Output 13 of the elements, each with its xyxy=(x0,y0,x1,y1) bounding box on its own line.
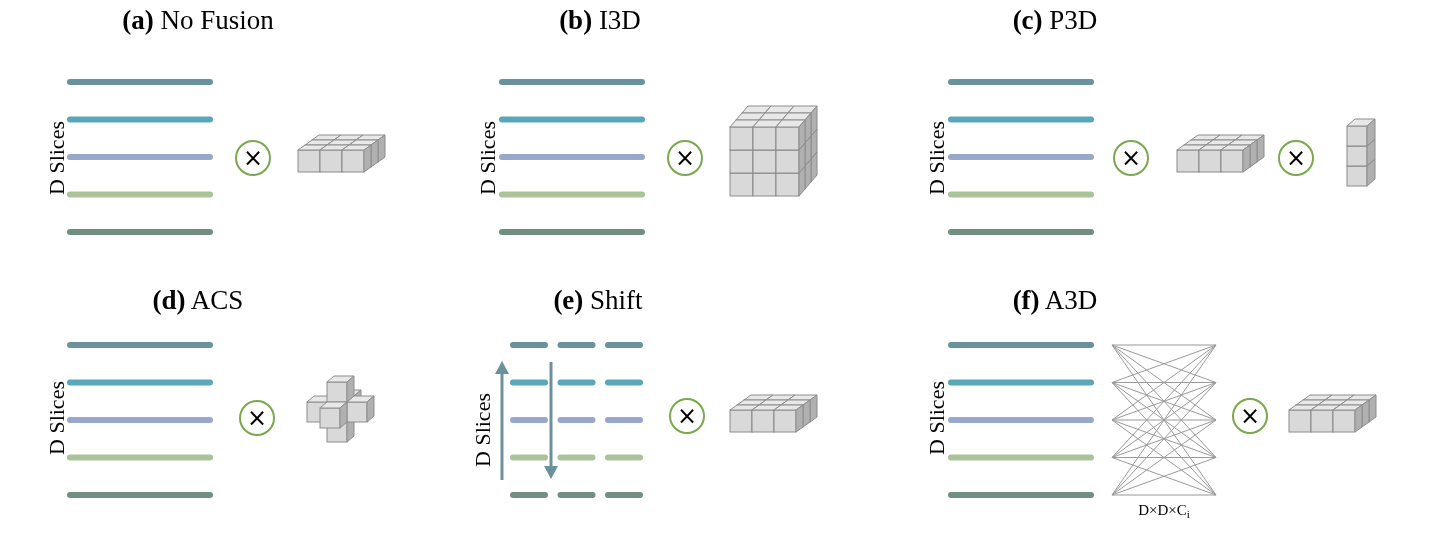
axis-label: D Slices xyxy=(926,381,948,455)
panel-title: (e) Shift xyxy=(553,286,643,314)
axis-label: D Slices xyxy=(46,381,68,455)
axis-label: D Slices xyxy=(926,121,948,195)
axis-label: D Slices xyxy=(472,393,494,467)
dimension-label: D×D×C$_{i}$ xyxy=(1138,503,1190,518)
panel-title: (b) I3D xyxy=(559,6,641,34)
panel-title: (f) A3D xyxy=(1012,286,1098,314)
panel-title: (a) No Fusion xyxy=(122,6,274,34)
axis-label: D Slices xyxy=(477,121,499,195)
axis-label: D Slices xyxy=(46,121,68,195)
panel-title: (d) ACS xyxy=(152,286,244,314)
panel-title: (c) P3D xyxy=(1012,6,1098,34)
